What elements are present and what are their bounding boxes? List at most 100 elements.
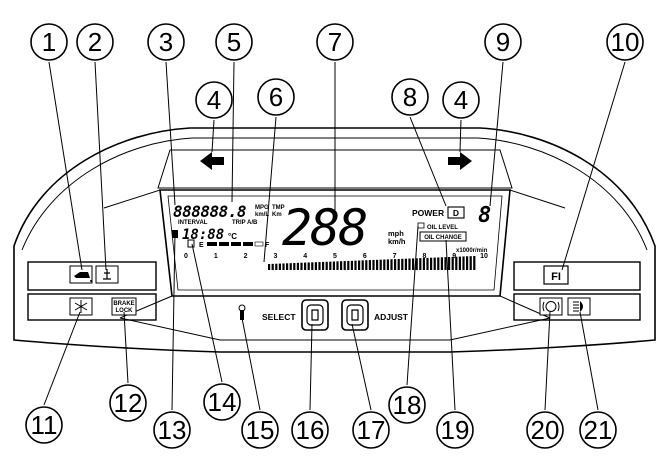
lcd-display: 888888.8 MPG km/L INTERVAL TRIP A/B TMP …: [172, 199, 491, 270]
tach-bar-segment: [368, 260, 371, 270]
frost-warning-icon: [69, 297, 93, 316]
tach-bar-segment: [415, 258, 418, 270]
callout-16: 15: [241, 411, 279, 449]
callout-circle: [30, 23, 68, 61]
callout-circle: [195, 81, 233, 119]
callout-6: 6: [257, 78, 295, 116]
tach-tick-label: 1: [214, 253, 218, 260]
callout-number: 3: [159, 27, 173, 57]
callout-circle: [241, 411, 279, 449]
temp-unit-top: TMP: [272, 205, 285, 211]
callout-number: 19: [441, 415, 470, 445]
tach-bar-segment: [347, 260, 350, 270]
right-turn-signal-icon: [448, 152, 472, 170]
callout-15: 14: [203, 383, 241, 421]
cluster-housing: [13, 127, 656, 353]
callout-number: 1: [42, 27, 56, 57]
mode-letter: D: [453, 208, 459, 218]
fuel-full-label: F: [265, 242, 270, 249]
brake-lock-line2: LOCK: [116, 308, 134, 314]
callout-8: 8: [391, 78, 429, 116]
callout-circle: [436, 411, 474, 449]
tach-bar-segment: [365, 260, 368, 270]
select-button[interactable]: [301, 299, 329, 331]
tach-bar-segment: [278, 263, 281, 270]
oil-pressure-icon: [69, 265, 93, 284]
callout-12: 11: [25, 406, 63, 444]
tach-bar-segment: [286, 263, 289, 270]
tach-bar-segment: [325, 261, 328, 270]
tach-bar-segment: [412, 258, 415, 270]
odometer-unit-top: MPG: [255, 205, 269, 211]
callout-5: 5: [215, 23, 253, 61]
tach-bar-segment: [466, 256, 469, 270]
odometer-digits: 888888.8: [173, 202, 246, 221]
callout-number: 8: [403, 82, 417, 112]
tach-bar-segment: [271, 263, 274, 270]
tach-bar-segment: [318, 262, 321, 270]
trip-label: TRIP A/B: [232, 220, 258, 226]
callout-circle: [316, 23, 354, 61]
tach-tick-label: 8: [422, 253, 426, 260]
tach-bar-segment: [430, 257, 433, 270]
tach-bar-segment: [404, 258, 407, 270]
tach-bar-segment: [383, 259, 386, 270]
select-label: SELECT: [262, 312, 296, 322]
adjust-label: ADJUST: [374, 312, 409, 322]
callout-number: 13: [158, 415, 187, 445]
mode-indicator-box: [447, 206, 465, 219]
tach-bar-segment: [437, 257, 440, 270]
tach-bar-segment: [462, 256, 465, 270]
callout-circle: [215, 23, 253, 61]
speed-digits: 288: [282, 199, 366, 257]
tach-bar-segment: [426, 257, 429, 270]
power-label: POWER: [412, 208, 444, 218]
tach-bar-segment: [473, 256, 476, 270]
callout-circle: [391, 78, 429, 116]
tach-bar-segment: [401, 258, 404, 270]
tach-tick-label: 9: [452, 253, 456, 260]
tach-bar-segment: [293, 263, 296, 270]
tach-bar-segment: [448, 257, 451, 270]
tach-bar-segment: [296, 262, 299, 270]
fuel-empty-label: E: [199, 242, 204, 249]
callout-21: 20: [526, 411, 564, 449]
callout-circle: [257, 78, 295, 116]
odometer-unit-bottom: km/L: [255, 212, 269, 218]
gear-digit: 8: [478, 203, 491, 228]
tach-bar-segment: [458, 256, 461, 270]
tach-bar-segment: [419, 258, 422, 270]
callout-number: 20: [531, 415, 560, 445]
high-beam-icon: [567, 297, 591, 316]
callout-14: 13: [153, 411, 191, 449]
tach-tick-label: 5: [333, 253, 337, 260]
tach-bar-segment: [358, 260, 361, 270]
callout-1: 1: [30, 23, 68, 61]
tach-bar-segment: [314, 262, 317, 270]
speed-unit-bottom: km/h: [388, 237, 406, 246]
callout-circle: [109, 384, 147, 422]
callout-3: 3: [147, 23, 185, 61]
tach-bar-segment: [343, 261, 346, 270]
tach-bar-segment: [329, 261, 332, 270]
tach-bar-segment: [307, 262, 310, 270]
callout-circle: [388, 386, 426, 424]
callout-circle: [291, 411, 329, 449]
tach-bar-segment: [300, 262, 303, 270]
tach-bar-segment: [379, 259, 382, 270]
tach-bar-segment: [390, 259, 393, 270]
tach-bar-segment: [469, 256, 472, 270]
adjust-button[interactable]: [341, 299, 369, 331]
callout-number: 4: [207, 85, 221, 115]
callout-19: 18: [388, 386, 426, 424]
right-indicator-panel: [513, 261, 641, 321]
callout-number: 21: [584, 415, 613, 445]
callout-circle: [153, 411, 191, 449]
callout-9: 9: [484, 23, 522, 61]
callout-2: 2: [76, 23, 114, 61]
tach-bar-segment: [394, 259, 397, 270]
callout-circle: [76, 23, 114, 61]
clock-unit: °C: [228, 232, 237, 241]
tach-tick-label: 3: [273, 253, 277, 260]
callout-number: 17: [357, 415, 386, 445]
